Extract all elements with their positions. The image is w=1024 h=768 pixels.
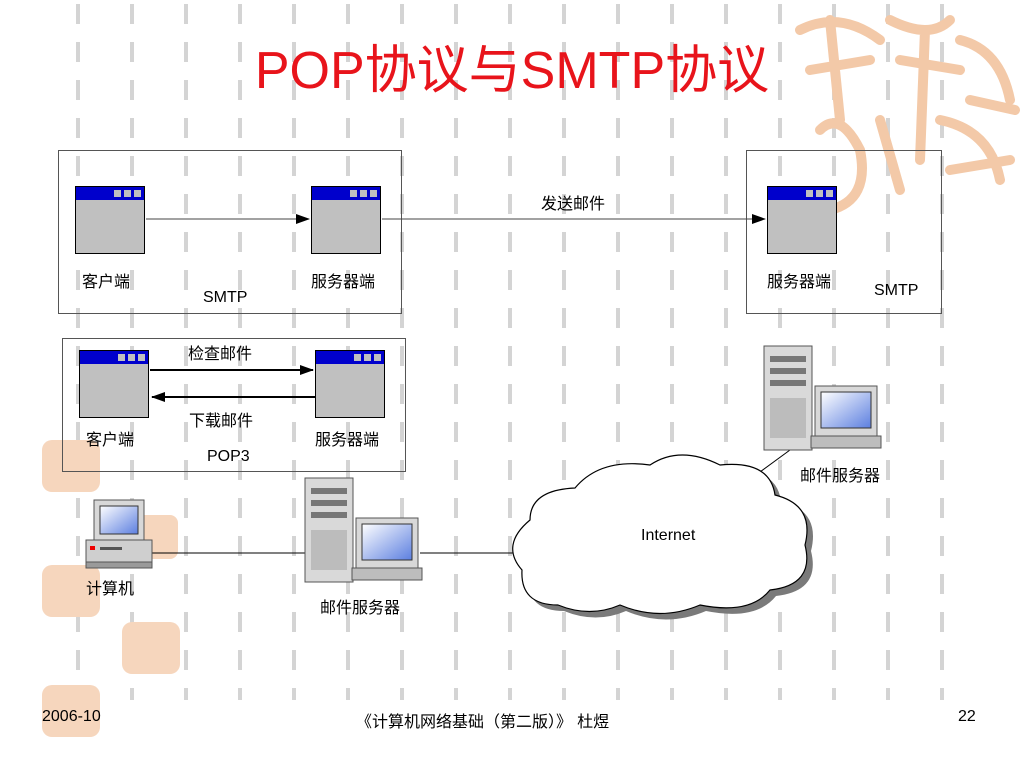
smtp-local-box — [58, 150, 402, 314]
footer-date: 2006-10 — [42, 708, 101, 725]
remote-mail-server-icon — [763, 345, 882, 451]
pop3-server-label: 服务器端 — [315, 430, 380, 449]
server-label: 服务器端 — [311, 272, 376, 291]
remote-mail-server-label: 邮件服务器 — [800, 466, 881, 485]
local-mail-server-icon — [304, 477, 423, 583]
page-title: POP协议与SMTP协议 — [254, 42, 770, 100]
check-mail-label: 检查邮件 — [188, 344, 253, 363]
download-mail-label: 下载邮件 — [189, 411, 254, 430]
smtp-remote-box — [746, 150, 942, 314]
smtp-protocol-label: SMTP — [203, 289, 248, 306]
client-window-icon — [75, 186, 145, 254]
send-mail-label: 发送邮件 — [541, 194, 606, 213]
internet-label: Internet — [641, 527, 696, 544]
smtp-server-window-icon — [311, 186, 381, 254]
computer-label: 计算机 — [86, 579, 135, 598]
pop3-protocol-label: POP3 — [207, 448, 250, 465]
internet-cloud-icon — [512, 454, 813, 620]
pop3-client-window-icon — [79, 350, 149, 418]
remote-smtp-protocol-label: SMTP — [874, 282, 919, 299]
footer-page-number: 22 — [958, 708, 976, 725]
footer-book-title: 《计算机网络基础（第二版）》 杜煜 — [356, 712, 610, 731]
pop3-box — [62, 338, 406, 472]
pop3-server-window-icon — [315, 350, 385, 418]
client-label: 客户端 — [82, 272, 131, 291]
pop3-client-label: 客户端 — [86, 430, 135, 449]
remote-server-window-icon — [767, 186, 837, 254]
computer-icon — [85, 499, 153, 569]
local-mail-server-label: 邮件服务器 — [320, 598, 401, 617]
remote-server-label: 服务器端 — [767, 272, 832, 291]
